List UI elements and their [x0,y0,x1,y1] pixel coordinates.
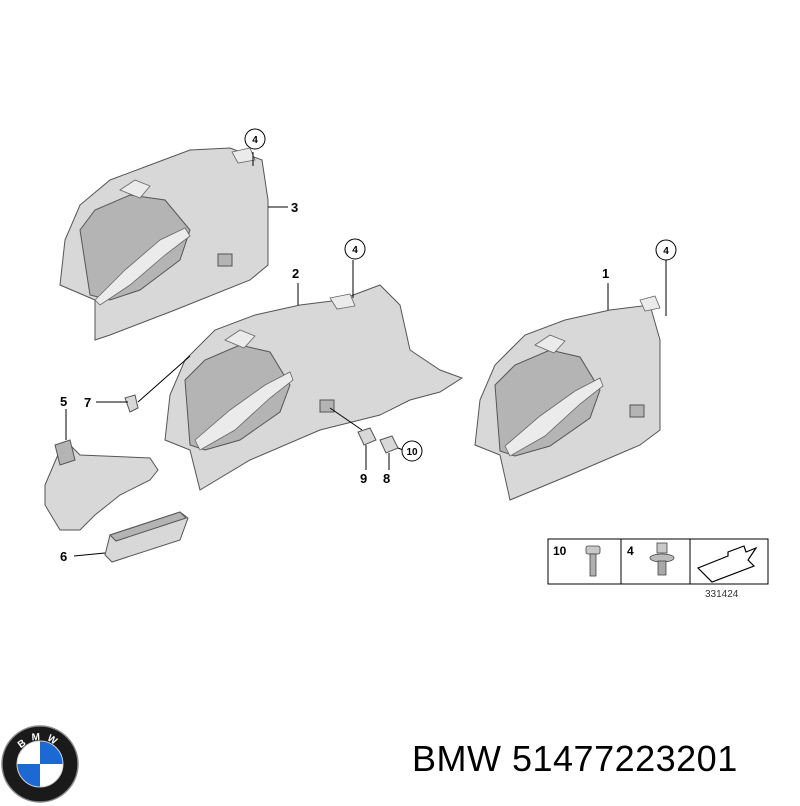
part-9-nut [357,427,377,446]
diagram-code: 331424 [705,589,739,600]
callout-3: 3 [291,200,298,215]
part-3-trim-panel [59,147,269,341]
part-1-trim-panel [474,295,661,501]
callout-4-circle-b: 4 [344,238,366,260]
callout-1: 1 [602,266,609,281]
fastener-legend: 10 4 331424 [547,538,769,600]
callout-9: 9 [360,471,367,486]
callout-4-b: 4 [352,245,358,256]
callout-6: 6 [60,549,67,564]
callout-4-circle-a: 4 [244,128,266,150]
part-7-clip [124,394,139,413]
part-2-trim-panel [164,284,464,491]
part-8-nut [379,435,399,454]
footer: BMW BMW 51477223201 [0,700,800,803]
callout-4-circle-c: 4 [655,239,677,261]
leader-lines [65,152,667,557]
brand-part-number: BMW 51477223201 [412,738,738,779]
part-6-strip [104,511,189,563]
part-5-bracket [44,439,159,531]
callout-5: 5 [60,394,67,409]
legend-item-4-label: 4 [627,544,634,558]
legend-item-10-label: 10 [553,544,567,558]
callout-4-c: 4 [663,246,669,257]
outline-arrow-icon [696,545,758,583]
callout-10: 10 [406,447,418,458]
callout-2: 2 [292,266,299,281]
callout-10-circle: 10 [401,440,423,462]
push-clip-icon [649,542,675,576]
bolt-icon [585,545,601,577]
callout-7: 7 [84,395,91,410]
callout-4-a: 4 [252,135,258,146]
callout-8: 8 [383,471,390,486]
bmw-roundel-icon: BMW [1,725,79,803]
